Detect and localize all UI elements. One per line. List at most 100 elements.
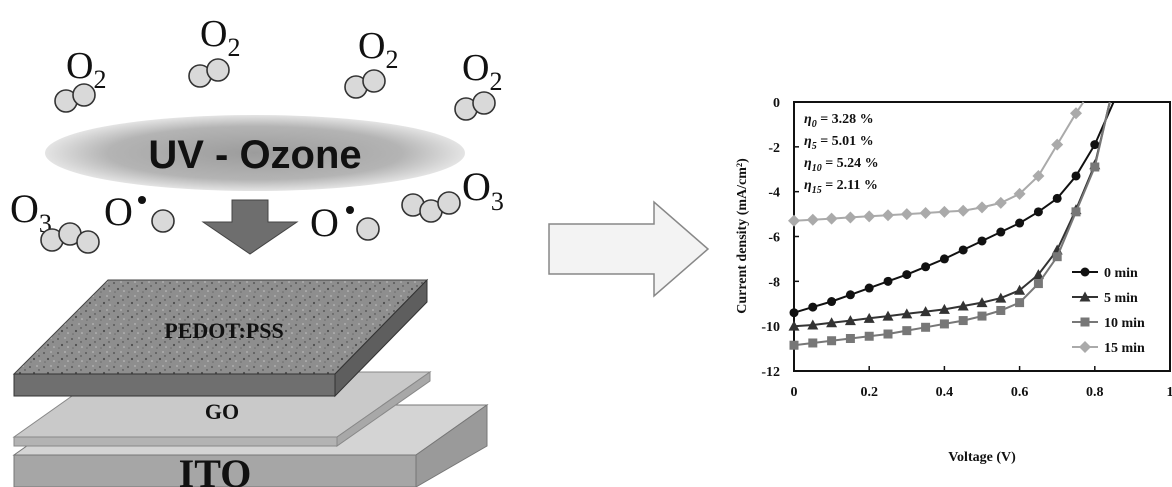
data-point xyxy=(789,340,799,350)
data-point xyxy=(789,308,799,318)
x-tick-label: 0.2 xyxy=(860,385,878,400)
legend-item: 5 min xyxy=(1072,291,1138,306)
data-point xyxy=(1071,171,1081,181)
efficiency-annotation: η10 = 5.24 % xyxy=(804,156,879,174)
chart-legend: 0 min 5 min 10 min 15 min xyxy=(1072,266,1145,356)
x-tick-label: 0.8 xyxy=(1086,385,1104,400)
ozone-molecule-right: O3 xyxy=(401,164,504,223)
efficiency-annotation: η15 = 2.11 % xyxy=(804,178,878,196)
svg-text:O2: O2 xyxy=(200,13,240,62)
data-point xyxy=(958,245,968,255)
legend-item: 0 min xyxy=(1072,266,1138,281)
data-point xyxy=(958,316,968,326)
data-point xyxy=(995,292,1007,303)
svg-text:O: O xyxy=(310,200,339,245)
device-schematic: O2 O2 O2 O2 UV - Ozone O3 O xyxy=(10,13,504,487)
y-axis: 0-2-4-6-8-10-12 xyxy=(761,96,799,380)
svg-text:O2: O2 xyxy=(358,25,398,74)
data-point xyxy=(788,214,800,227)
data-point xyxy=(826,317,838,328)
data-point xyxy=(1051,138,1064,151)
oxygen-molecule-3: O2 xyxy=(344,25,398,99)
data-point xyxy=(808,338,818,348)
y-tick-label: -12 xyxy=(761,365,780,380)
data-point xyxy=(864,331,874,341)
data-point xyxy=(864,283,874,293)
data-point xyxy=(939,254,949,264)
data-point xyxy=(1032,269,1044,280)
svg-text:O3: O3 xyxy=(462,164,504,216)
pedot-pss-layer: PEDOT:PSS xyxy=(12,278,429,398)
data-point xyxy=(977,236,987,246)
series-15-min xyxy=(788,101,1085,227)
series-5-min xyxy=(788,101,1111,331)
oxygen-radical-left: O xyxy=(104,189,175,234)
y-tick-label: -2 xyxy=(768,141,780,156)
data-point xyxy=(1070,107,1082,120)
oxygen-molecule-1: O2 xyxy=(54,45,106,113)
svg-text:O2: O2 xyxy=(66,45,106,94)
data-point xyxy=(883,329,893,339)
oxygen-molecule-2: O2 xyxy=(188,13,240,88)
data-point xyxy=(845,333,855,343)
data-point xyxy=(844,315,856,326)
data-point xyxy=(1015,218,1025,228)
data-point xyxy=(900,208,913,221)
data-point xyxy=(938,303,950,314)
efficiency-annotations: η0 = 3.28 %η5 = 5.01 %η10 = 5.24 %η15 = … xyxy=(804,112,879,196)
data-point xyxy=(901,308,913,319)
data-point xyxy=(827,336,837,346)
legend-marker xyxy=(1079,341,1091,353)
data-point xyxy=(825,212,838,225)
pedot-pss-label: PEDOT:PSS xyxy=(164,318,283,343)
series-0-min xyxy=(789,101,1115,318)
ito-label: ITO xyxy=(179,451,252,487)
data-point xyxy=(844,211,857,224)
x-axis-label: Voltage (V) xyxy=(948,450,1016,465)
data-point xyxy=(920,306,932,317)
oxygen-radical-right: O xyxy=(310,200,380,245)
data-point xyxy=(938,205,951,218)
data-point xyxy=(863,312,875,323)
data-point xyxy=(921,262,931,272)
data-point xyxy=(808,302,818,312)
data-point xyxy=(1052,193,1062,203)
data-point xyxy=(1015,298,1025,308)
data-point xyxy=(994,196,1007,209)
data-point xyxy=(883,276,893,286)
data-point xyxy=(882,209,894,222)
down-arrow-icon xyxy=(201,199,299,255)
y-tick-label: -4 xyxy=(768,186,780,201)
legend-item: 10 min xyxy=(1072,316,1145,331)
ozone-molecule-left: O3 xyxy=(10,186,100,254)
legend-item: 15 min xyxy=(1072,341,1145,356)
legend-label: 10 min xyxy=(1104,316,1145,331)
x-tick-label: 0.6 xyxy=(1011,385,1029,400)
series-10-min xyxy=(789,101,1111,350)
data-point xyxy=(1090,162,1100,172)
data-point xyxy=(919,206,932,219)
uv-ozone-label: UV - Ozone xyxy=(148,133,361,177)
data-point xyxy=(1013,187,1026,200)
data-point xyxy=(902,326,912,336)
data-point xyxy=(863,210,876,223)
data-point xyxy=(1032,169,1045,182)
data-point xyxy=(902,270,912,280)
y-axis-label: Current density (mA/cm²) xyxy=(735,158,750,314)
efficiency-annotation: η5 = 5.01 % xyxy=(804,134,874,152)
data-point xyxy=(996,227,1006,237)
go-label: GO xyxy=(205,399,239,424)
data-point xyxy=(957,204,970,217)
x-tick-label: 1 xyxy=(1167,385,1172,400)
legend-label: 15 min xyxy=(1104,341,1145,356)
data-point xyxy=(788,320,800,331)
data-point xyxy=(882,310,894,321)
data-point xyxy=(1052,252,1062,262)
data-point xyxy=(996,305,1006,315)
uv-ozone-cloud xyxy=(45,115,465,191)
data-point xyxy=(1090,140,1100,150)
data-point xyxy=(827,297,837,307)
x-tick-label: 0 xyxy=(791,385,798,400)
